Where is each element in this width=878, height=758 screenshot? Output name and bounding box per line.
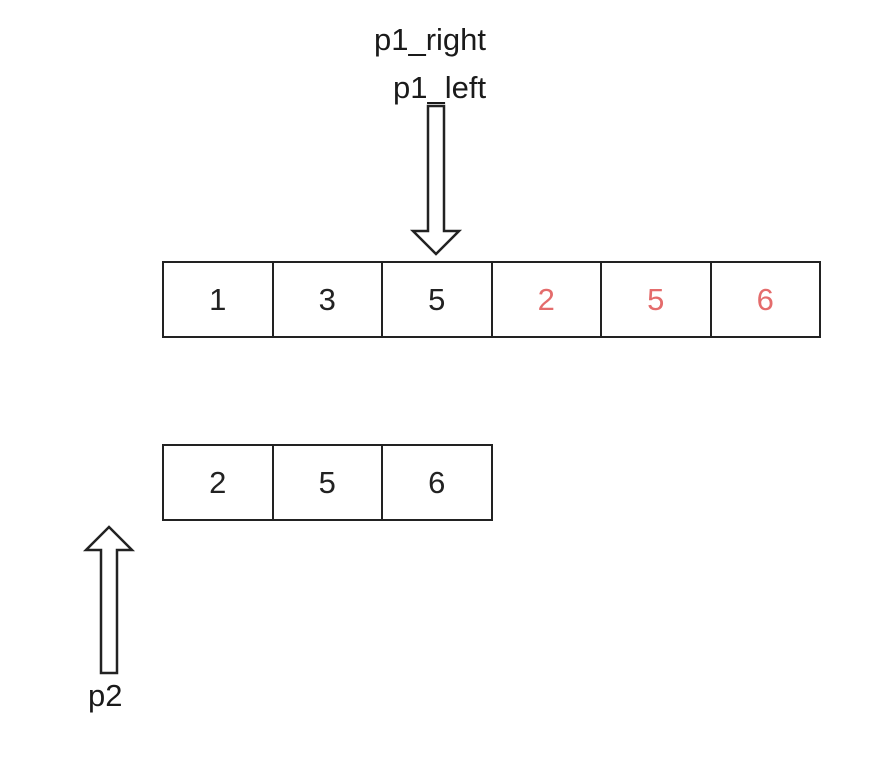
array-one-cell-6: 6 <box>712 263 821 336</box>
array-two: 2 5 6 <box>162 444 493 521</box>
array-one: 1 3 5 2 5 6 <box>162 261 821 338</box>
p1-right-label: p1_right <box>374 22 487 57</box>
array-two-cell-2: 5 <box>274 446 383 519</box>
array-one-cell-3: 5 <box>383 263 493 336</box>
array-two-cell-1: 2 <box>164 446 274 519</box>
arrow-up-icon <box>82 525 136 675</box>
array-one-cell-1: 1 <box>164 263 274 336</box>
array-one-cell-5: 5 <box>602 263 712 336</box>
arrow-down-icon <box>409 104 463 256</box>
array-one-cell-4: 2 <box>493 263 602 336</box>
p1-left-label: p1_left <box>393 70 487 105</box>
p2-label: p2 <box>88 678 123 713</box>
array-one-cell-2: 3 <box>274 263 383 336</box>
array-two-cell-3: 6 <box>383 446 493 519</box>
